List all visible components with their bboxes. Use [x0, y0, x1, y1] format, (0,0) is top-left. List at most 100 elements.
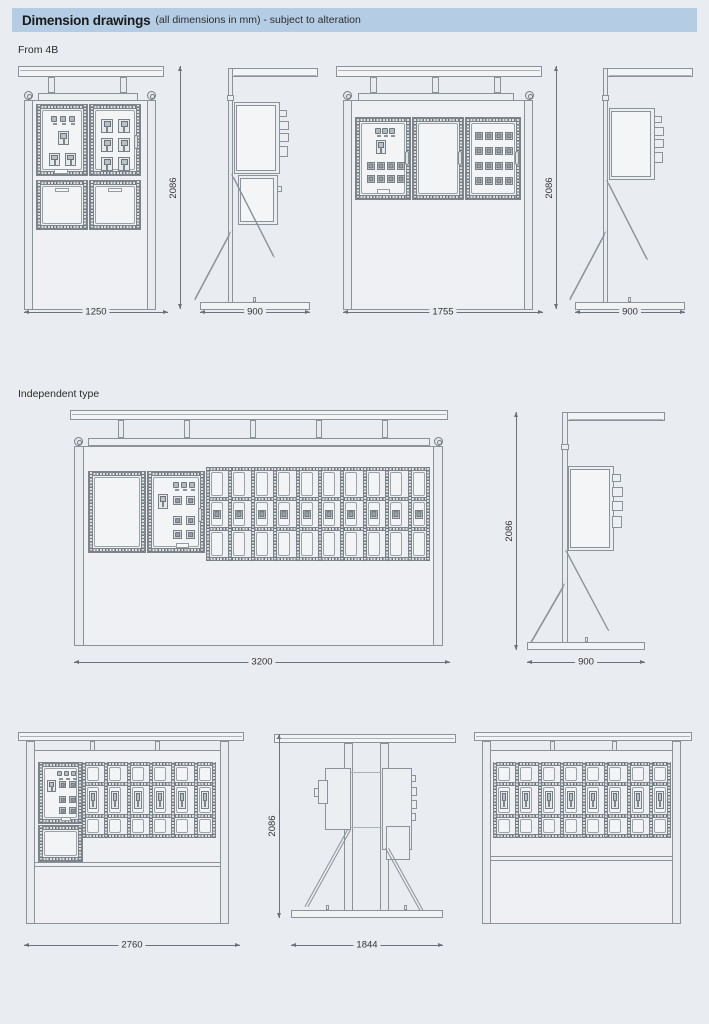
enclosure-control	[38, 762, 83, 824]
side-socket	[612, 487, 623, 497]
grid-rail-v	[127, 762, 131, 838]
canopy-roof	[70, 410, 448, 420]
side-socket	[654, 116, 662, 123]
stand-right	[147, 100, 156, 310]
socket-panel-door	[301, 472, 313, 496]
side-socket-block-left	[318, 780, 328, 804]
anchor-bolt	[404, 905, 407, 910]
enclosure-door-side	[570, 469, 610, 548]
dim-text: 2086	[267, 812, 278, 840]
indicator-lamp	[57, 771, 63, 780]
socket-outlet	[611, 791, 619, 809]
roof-post	[316, 420, 322, 438]
socket-outlet	[173, 530, 182, 539]
socket-panel-door	[132, 819, 144, 833]
flange-left	[37, 181, 41, 229]
grid-rail-v	[627, 762, 631, 838]
socket-outlet	[370, 509, 378, 519]
dim-width-900-b: 900	[575, 305, 685, 319]
socket-outlet	[347, 509, 355, 519]
roof-post-right	[120, 77, 127, 93]
socket-panel-door	[87, 819, 99, 833]
main-switch	[376, 140, 386, 154]
dim-text: 2086	[504, 517, 515, 545]
flange-top	[90, 105, 140, 109]
roof-post	[250, 420, 256, 438]
flange-bottom	[90, 171, 140, 175]
grid-rail-v	[149, 762, 153, 838]
flange-bottom	[37, 225, 87, 229]
enclosure-door-side	[611, 111, 651, 177]
roof-post	[118, 420, 124, 438]
socket-outlet	[89, 791, 97, 809]
grid-rail-v	[194, 762, 198, 838]
dwg-4b-front-1755	[332, 62, 552, 312]
socket-panel-door	[654, 767, 666, 781]
socket-outlet	[387, 162, 395, 170]
section-label-independent-type: Independent type	[18, 388, 100, 400]
socket-outlet	[475, 147, 483, 155]
door-handle	[134, 135, 138, 149]
enclosure-blank	[412, 117, 464, 200]
socket-panel-door	[609, 767, 621, 781]
door-handle	[515, 151, 519, 165]
enclosure-lower	[38, 825, 83, 862]
stand-right	[433, 446, 443, 646]
side-socket	[654, 139, 664, 148]
flange-top	[90, 181, 140, 185]
socket-panel-door	[609, 819, 621, 833]
socket-grid-2760	[82, 762, 216, 838]
socket-outlet	[505, 147, 513, 155]
indicator-lamp	[189, 482, 195, 491]
socket-outlet	[118, 157, 130, 171]
socket-outlet	[186, 496, 195, 505]
dwg-ind-side-900	[505, 408, 675, 653]
socket-panel-door	[390, 472, 402, 496]
cross-member	[351, 772, 383, 773]
socket-outlet	[475, 132, 483, 140]
canopy-roof	[18, 66, 164, 77]
socket-outlet	[475, 177, 483, 185]
socket-panel-door	[390, 532, 402, 556]
socket-outlet	[387, 175, 395, 183]
flange-bottom	[90, 225, 140, 229]
roof-seam	[20, 70, 162, 71]
socket-panel-door	[278, 472, 290, 496]
flange-right	[136, 181, 140, 229]
socket-outlet	[118, 138, 130, 152]
socket-panel-door	[632, 819, 644, 833]
socket-panel-door	[498, 767, 510, 781]
roof-seam	[20, 736, 242, 737]
enclosure-lower-left	[36, 180, 88, 230]
socket-panel-door	[368, 532, 380, 556]
stand-right	[220, 741, 229, 924]
indicator-lamp	[173, 482, 179, 491]
diagonal-brace-left-2	[194, 234, 230, 301]
roof-seam	[476, 736, 690, 737]
page-subtitle: (all dimensions in mm) - subject to alte…	[155, 14, 361, 26]
grid-rail-v	[171, 762, 175, 838]
grid-rail-v	[206, 467, 210, 561]
grid-rail-v	[273, 467, 277, 561]
dim-text: 2760	[118, 939, 146, 951]
door-handle	[405, 151, 409, 165]
socket-grid-right	[493, 762, 671, 838]
socket-outlet	[59, 807, 66, 814]
socket-panel-door	[345, 532, 357, 556]
dim-height-2086-a: 2086	[168, 66, 182, 309]
socket-panel-door	[565, 819, 577, 833]
socket-outlet	[101, 138, 113, 152]
socket-outlet	[325, 509, 333, 519]
top-rail	[88, 438, 430, 446]
socket-panel-door	[256, 532, 268, 556]
floor-line	[74, 645, 443, 646]
lifting-eye-left	[24, 91, 33, 100]
grid-rail-v	[82, 762, 86, 838]
socket-outlet	[118, 119, 130, 133]
roof-post-mid	[432, 77, 439, 93]
side-socket	[612, 501, 623, 511]
socket-outlet	[280, 509, 288, 519]
grid-rail-v	[408, 467, 412, 561]
indicator-lamp	[60, 116, 66, 125]
side-socket	[279, 110, 287, 117]
